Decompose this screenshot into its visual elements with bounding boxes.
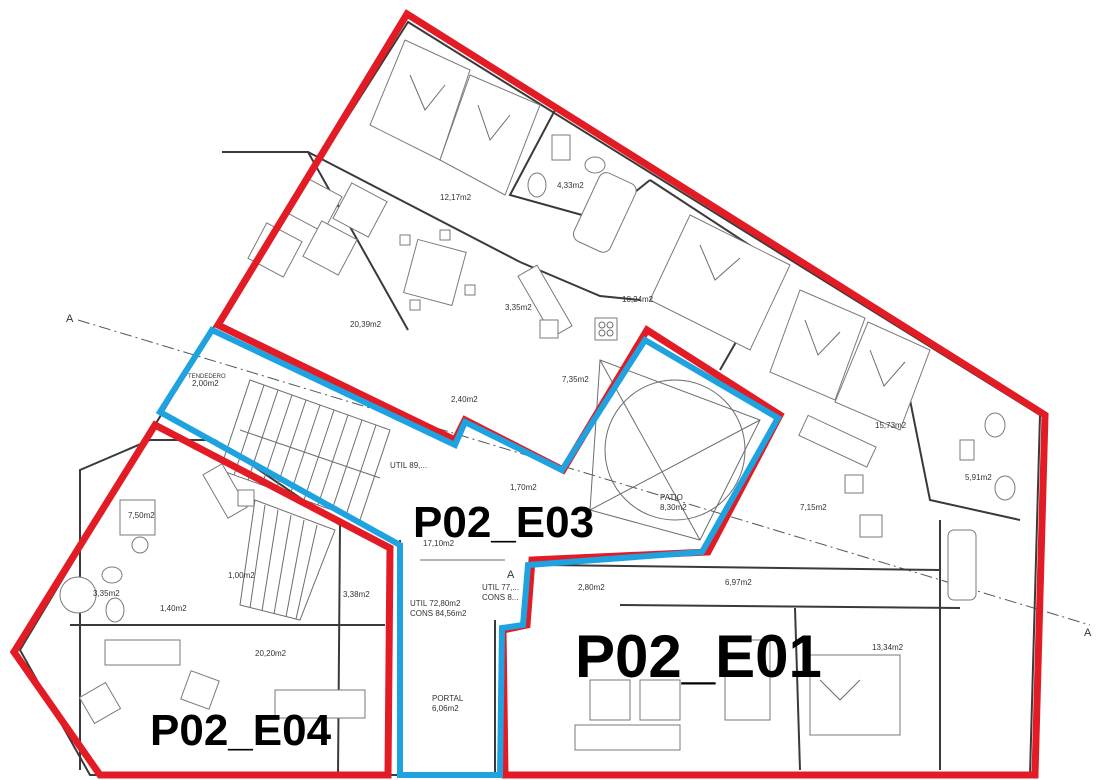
area-label: 2,00m2 <box>192 379 219 388</box>
unit-label-e04: P02_E04 <box>150 706 332 755</box>
area-label: 7,50m2 <box>128 511 155 520</box>
area-label: 7,15m2 <box>800 503 827 512</box>
area-label: 3,38m2 <box>343 590 370 599</box>
area-label: 5,91m2 <box>965 473 992 482</box>
area-label: 4,33m2 <box>557 181 584 190</box>
dining-table-bottom-right <box>724 639 771 721</box>
area-label: 10,24m2 <box>622 295 654 304</box>
sofa-bottom-left <box>78 639 220 725</box>
bed-double-center <box>649 214 791 351</box>
kitchen-counter-right <box>798 414 883 538</box>
area-label: 6,06m2 <box>432 704 459 713</box>
bed-right <box>769 289 931 431</box>
area-label: 13,34m2 <box>872 643 904 652</box>
unit-outline-e03-common <box>155 326 783 778</box>
kitchen-counter-center <box>517 264 618 341</box>
bed-top-left <box>369 39 541 196</box>
sofa-top-left <box>247 177 388 278</box>
area-label: 15,73m2 <box>875 421 907 430</box>
area-label: TENDEDERO <box>188 374 226 380</box>
area-label: 7,35m2 <box>562 375 589 384</box>
area-label: 2,80m2 <box>578 583 605 592</box>
area-label: 20,20m2 <box>255 649 287 658</box>
wc-top <box>527 134 606 198</box>
area-label: 1,40m2 <box>160 604 187 613</box>
section-axis-line <box>77 319 1091 626</box>
area-label: 8,30m2 <box>660 503 687 512</box>
section-mark-center: A <box>507 569 515 581</box>
room-area-labels: 12,17m2 4,33m2 20,39m2 3,35m2 10,24m2 7,… <box>93 181 992 713</box>
dining-table-left <box>119 499 156 554</box>
area-label: 20,39m2 <box>350 320 382 329</box>
section-mark-right: A <box>1084 627 1092 639</box>
bathtub-right <box>947 529 977 601</box>
unit-outline-e04 <box>9 420 394 779</box>
dining-table-bottom-left <box>274 689 366 719</box>
bed-bottom-right <box>809 654 901 736</box>
area-label: PORTAL <box>432 694 464 703</box>
kitchen-counter-left <box>202 463 255 519</box>
unit-label-e01: P02_E01 <box>575 623 822 690</box>
area-label: 1,00m2 <box>228 571 255 580</box>
unit-label-e03: P02_E03 <box>413 498 594 547</box>
area-label: 2,40m2 <box>451 395 478 404</box>
area-label: PATIO <box>660 493 683 502</box>
area-label: UTIL 77,... <box>482 583 519 592</box>
dining-table-top <box>399 229 476 311</box>
wc-left <box>59 566 125 623</box>
area-label: 3,35m2 <box>93 589 120 598</box>
section-mark-left: A <box>66 313 74 325</box>
sofa-bottom-right <box>574 679 681 751</box>
area-label: UTIL 72,80m2 <box>410 599 461 608</box>
wc-right <box>959 412 1016 501</box>
bathtub-top <box>572 172 637 253</box>
area-label: 1,70m2 <box>510 483 537 492</box>
stair-flight-lower <box>239 499 336 621</box>
area-label: 3,35m2 <box>505 303 532 312</box>
area-label: CONS 8... <box>482 593 518 602</box>
patio-void <box>589 359 761 541</box>
area-label: 12,17m2 <box>440 193 472 202</box>
area-label: 17,10m2 <box>423 539 455 548</box>
area-label: CONS 84,56m2 <box>410 609 467 618</box>
area-label: UTIL 89,... <box>390 461 427 470</box>
area-label: 6,97m2 <box>725 578 752 587</box>
